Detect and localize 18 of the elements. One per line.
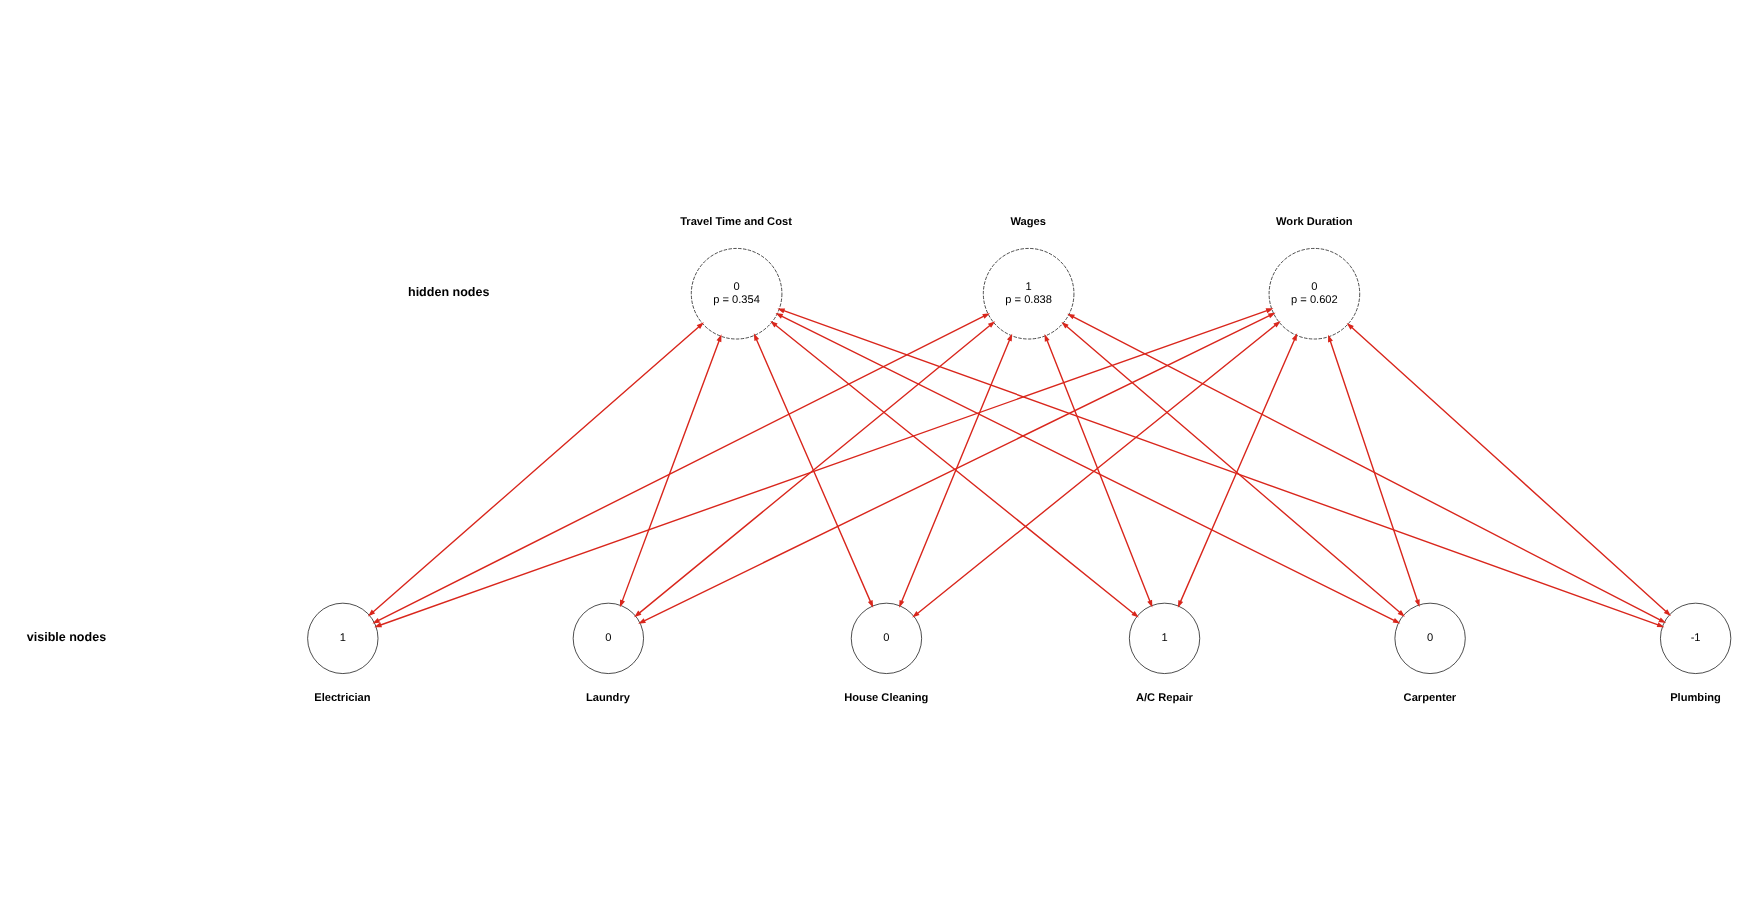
arrow (912, 320, 1281, 618)
arrow (1067, 313, 1667, 624)
arrow (374, 308, 1274, 628)
arrow (777, 308, 1665, 628)
arrow (638, 312, 1276, 624)
arrow (1061, 321, 1405, 617)
arrow (1346, 322, 1671, 617)
arrow (753, 333, 874, 608)
arrow (1177, 333, 1298, 608)
arrow (775, 313, 1401, 624)
arrow (634, 321, 996, 618)
arrow (367, 322, 704, 617)
arrow (770, 320, 1139, 618)
arrow (1044, 334, 1153, 608)
arrow (619, 334, 722, 608)
arrow (372, 313, 990, 624)
arrow (1328, 334, 1420, 607)
arrow (899, 333, 1013, 608)
